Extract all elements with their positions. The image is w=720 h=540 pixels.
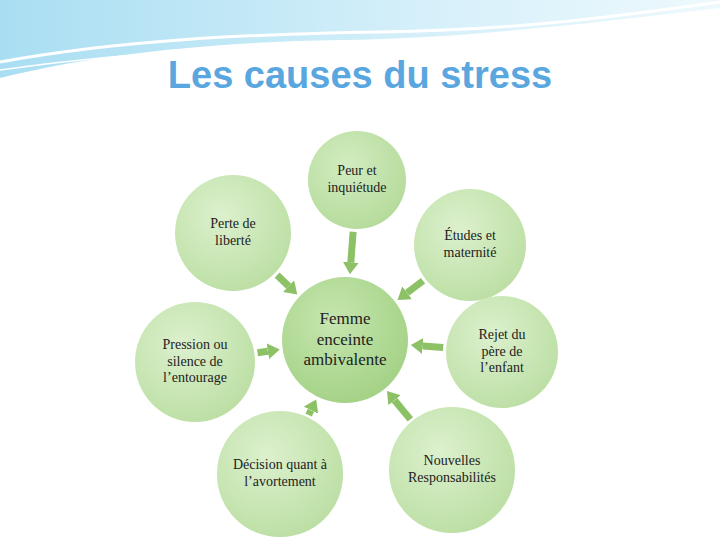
- node-label: Études et maternité: [430, 228, 510, 262]
- node-label: Pression ou silence de l’entourage: [147, 337, 243, 387]
- text-wrap: Pression ou silence de l’entourage: [147, 337, 243, 387]
- block-arrow: [277, 275, 288, 286]
- block-arrow: [395, 400, 411, 419]
- cause-circle: Perte de liberté: [175, 175, 291, 291]
- cause-circle: Décision quant à l’avortement: [217, 411, 342, 536]
- cause-circle: Rejet du père de l’enfant: [446, 296, 558, 408]
- text-wrap: Peur et inquiétude: [318, 163, 396, 197]
- cause-circle: Nouvelles Responsabilités: [389, 407, 514, 532]
- text-wrap: Études et maternité: [430, 228, 510, 262]
- node-label: Femme enceinte ambivalente: [298, 309, 392, 370]
- block-arrow: [258, 351, 268, 353]
- cause-circle: Pression ou silence de l’entourage: [135, 302, 255, 422]
- text-wrap: Décision quant à l’avortement: [226, 457, 334, 491]
- center-circle: Femme enceinte ambivalente: [282, 277, 408, 403]
- node-label: Peur et inquiétude: [318, 163, 396, 197]
- swoosh-line: [0, 2, 720, 62]
- diagram-title: Les causes du stress: [0, 54, 720, 97]
- text-wrap: Rejet du père de l’enfant: [467, 327, 537, 377]
- block-arrow: [423, 346, 443, 348]
- node-label: Nouvelles Responsabilités: [398, 453, 506, 487]
- text-wrap: Perte de liberté: [198, 216, 268, 250]
- cause-circle: Études et maternité: [414, 189, 526, 301]
- text-wrap: Nouvelles Responsabilités: [398, 453, 506, 487]
- cause-circle: Peur et inquiétude: [308, 131, 406, 229]
- block-arrow: [351, 232, 353, 262]
- node-label: Perte de liberté: [198, 216, 268, 250]
- node-label: Décision quant à l’avortement: [226, 457, 334, 491]
- block-arrow: [407, 281, 423, 293]
- text-wrap: Femme enceinte ambivalente: [298, 309, 392, 370]
- block-arrow: [309, 410, 311, 415]
- node-label: Rejet du père de l’enfant: [467, 327, 537, 377]
